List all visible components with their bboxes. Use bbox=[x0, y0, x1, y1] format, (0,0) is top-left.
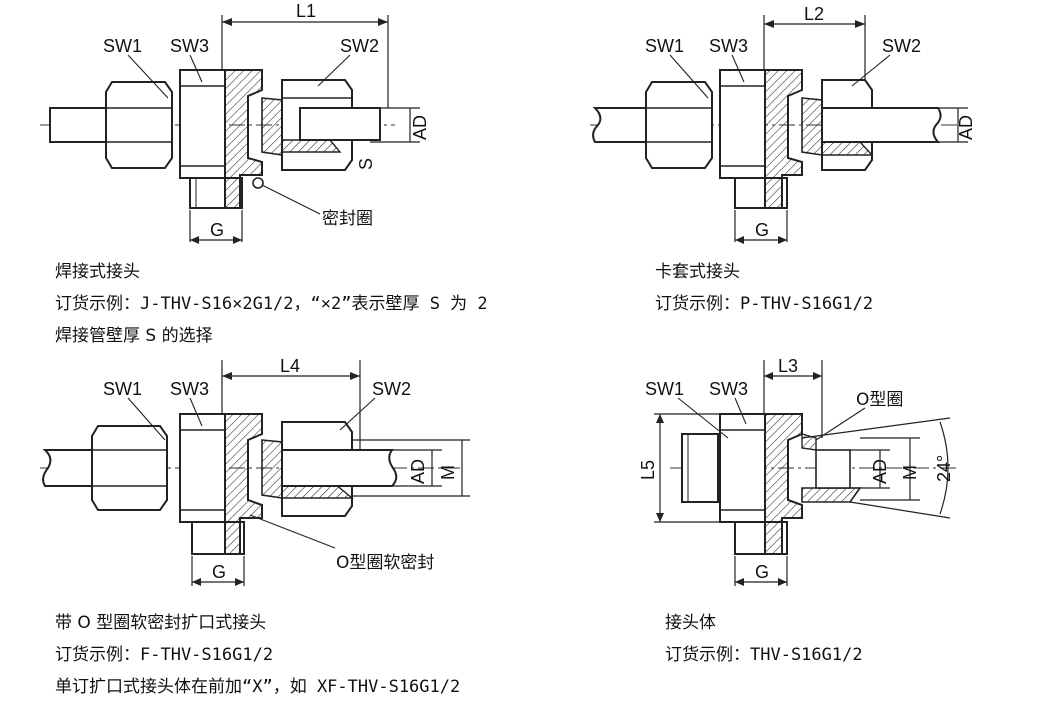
panel-body: 24° AD M L3 L5 G SW1 SW3 O型圈 bbox=[560, 350, 1039, 605]
flare-caption-note: 单订扩口式接头体在前加“X”，如 XF-THV-S16G1/2 bbox=[55, 677, 461, 697]
welding-len-label: L1 bbox=[296, 1, 316, 21]
welding-caption: 焊接式接头 订货示例：J-THV-S16×2G1/2，“×2”表示壁厚 S 为 … bbox=[55, 256, 488, 352]
welding-sw1-label: SW1 bbox=[103, 36, 142, 56]
body-angle-label: 24° bbox=[934, 455, 954, 482]
body-l5-label: L5 bbox=[638, 460, 658, 480]
welding-g-label: G bbox=[210, 220, 224, 240]
body-len-label: L3 bbox=[778, 356, 798, 376]
bite-caption-title: 卡套式接头 bbox=[655, 262, 740, 282]
welding-sw2-label: SW2 bbox=[340, 36, 379, 56]
flare-ad-label: AD bbox=[408, 459, 428, 484]
welding-sw3-label: SW3 bbox=[170, 36, 209, 56]
body-caption-title: 接头体 bbox=[665, 613, 716, 633]
flare-m-label: M bbox=[438, 465, 458, 480]
body-sw1-label: SW1 bbox=[645, 379, 684, 399]
body-g-label: G bbox=[755, 562, 769, 582]
flare-fitting-drawing: L4 AD M G SW1 SW3 SW2 O型圈软密封 bbox=[40, 356, 470, 586]
bite-sw2-label: SW2 bbox=[882, 36, 921, 56]
bite-caption: 卡套式接头 订货示例：P-THV-S16G1/2 bbox=[655, 256, 873, 320]
body-m-label: M bbox=[900, 465, 920, 480]
flare-g-label: G bbox=[212, 562, 226, 582]
welding-caption-title: 焊接式接头 bbox=[55, 262, 140, 282]
body-ad-label: AD bbox=[870, 459, 890, 484]
flare-seal-label: O型圈软密封 bbox=[336, 553, 434, 573]
welding-fitting-drawing: L1 AD S G SW1 SW3 SW2 密封圈 bbox=[40, 1, 430, 244]
welding-caption-order: 订货示例：J-THV-S16×2G1/2，“×2”表示壁厚 S 为 2 bbox=[55, 294, 488, 314]
welding-caption-note: 焊接管壁厚 S 的选择 bbox=[55, 326, 213, 346]
bite-fitting-drawing: L2 AD G SW1 SW3 SW2 bbox=[590, 4, 976, 244]
welding-ad-label: AD bbox=[410, 115, 430, 140]
bite-sw1-label: SW1 bbox=[645, 36, 684, 56]
panel-bite: L2 AD G SW1 SW3 SW2 bbox=[560, 0, 1039, 350]
bite-ad-label: AD bbox=[956, 115, 976, 140]
flare-sw1-label: SW1 bbox=[103, 379, 142, 399]
bite-g-label: G bbox=[755, 220, 769, 240]
body-caption: 接头体 订货示例：THV-S16G1/2 bbox=[665, 607, 863, 671]
panel-flare: L4 AD M G SW1 SW3 SW2 O型圈软密封 bbox=[0, 350, 520, 605]
body-oring-label: O型圈 bbox=[856, 390, 903, 410]
bite-len-label: L2 bbox=[804, 4, 824, 24]
body-sw3-label: SW3 bbox=[709, 379, 748, 399]
body-fitting-drawing: 24° AD M L3 L5 G SW1 SW3 O型圈 bbox=[638, 356, 960, 586]
flare-len-label: L4 bbox=[280, 356, 300, 376]
bite-caption-order: 订货示例：P-THV-S16G1/2 bbox=[655, 294, 874, 314]
welding-seal-label: 密封圈 bbox=[322, 209, 373, 229]
welding-s-label: S bbox=[356, 158, 376, 170]
flare-sw2-label: SW2 bbox=[372, 379, 411, 399]
panel-welding: L1 AD S G SW1 SW3 SW2 密封圈 bbox=[0, 0, 520, 350]
bite-sw3-label: SW3 bbox=[709, 36, 748, 56]
flare-caption-order: 订货示例：F-THV-S16G1/2 bbox=[55, 645, 274, 665]
flare-caption: 带 O 型圈软密封扩口式接头 订货示例：F-THV-S16G1/2 单订扩口式接… bbox=[55, 607, 460, 703]
body-caption-order: 订货示例：THV-S16G1/2 bbox=[665, 645, 863, 665]
flare-sw3-label: SW3 bbox=[170, 379, 209, 399]
flare-caption-title: 带 O 型圈软密封扩口式接头 bbox=[55, 613, 267, 633]
